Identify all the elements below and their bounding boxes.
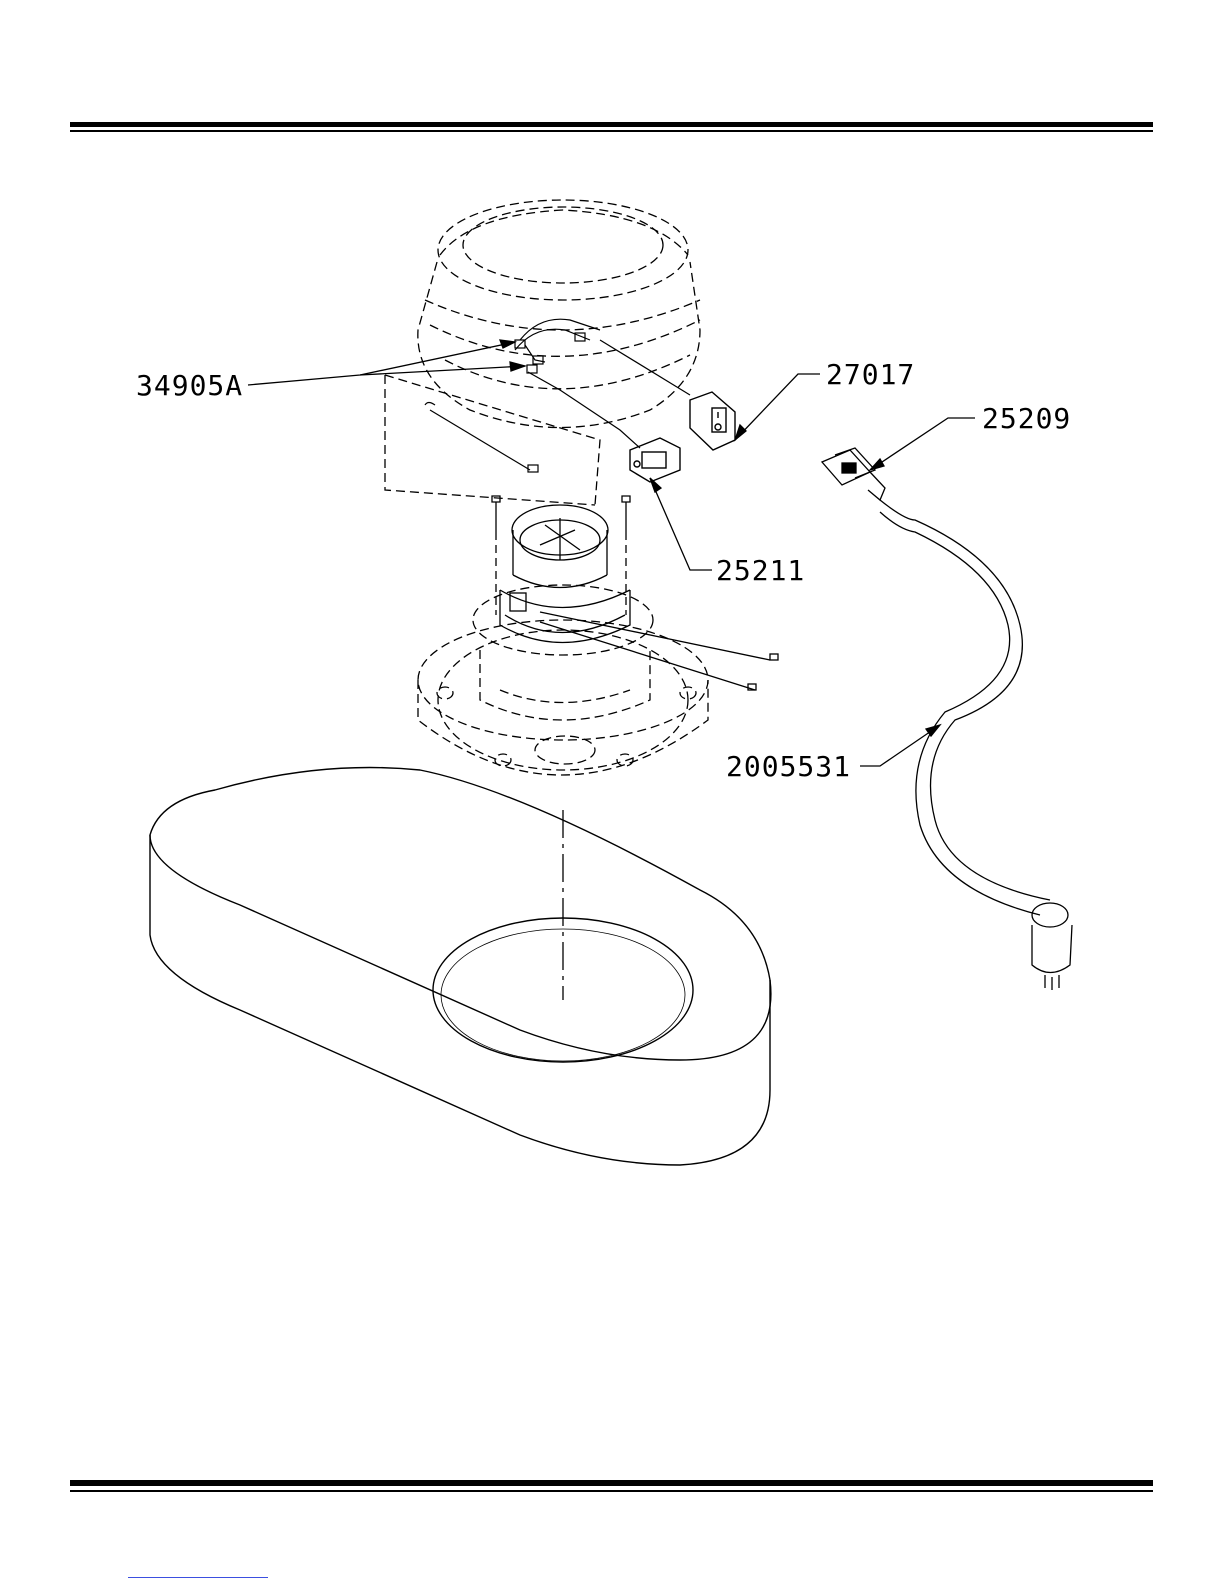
callout-34905A: 34905A (136, 369, 243, 402)
rocker-switch (690, 392, 735, 450)
callout-25209: 25209 (982, 402, 1071, 435)
leader-lines (248, 340, 975, 766)
base-plate (150, 768, 771, 1166)
footer-link-underline[interactable] (128, 1576, 268, 1578)
power-cord (822, 448, 1072, 990)
callout-25211: 25211 (716, 554, 805, 587)
motor-mount (418, 585, 708, 775)
callout-2005531: 2005531 (726, 750, 851, 783)
wire-harness (425, 319, 690, 472)
power-inlet (630, 438, 680, 482)
callout-27017: 27017 (826, 358, 915, 391)
motor (500, 505, 778, 690)
dome-cover (418, 200, 700, 428)
